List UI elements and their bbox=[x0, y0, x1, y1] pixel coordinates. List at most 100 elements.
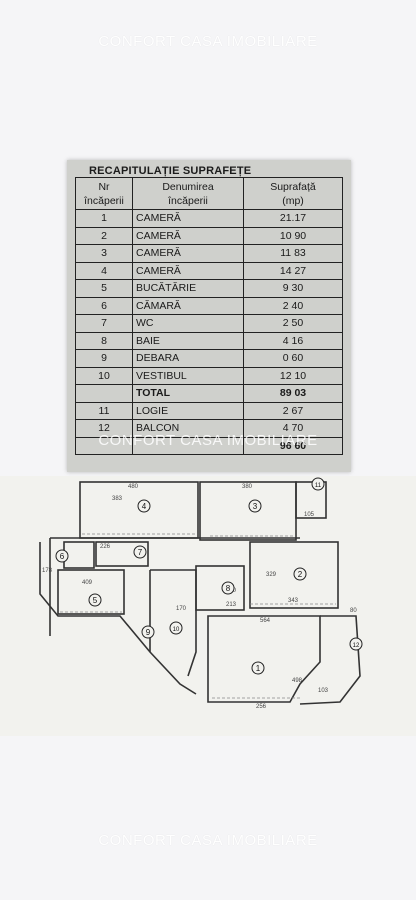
room-marker-circle bbox=[137, 499, 151, 513]
dim-label: 409 bbox=[82, 580, 93, 586]
dim-label: 383 bbox=[112, 496, 123, 502]
dim-label: 105 bbox=[304, 512, 315, 518]
room-area: 14 27 bbox=[243, 261, 343, 280]
row-number: 11 bbox=[75, 401, 133, 420]
room-number-label: 1 bbox=[256, 664, 261, 673]
room-area: 11 83 bbox=[243, 244, 343, 263]
row-number: 6 bbox=[75, 296, 133, 315]
surface-table: Nr încăperii Denumirea încăperii Suprafa… bbox=[75, 177, 343, 455]
dim-label: 380 bbox=[242, 484, 253, 490]
room-name: CĂMARĂ bbox=[132, 296, 244, 315]
dim-label: 498 bbox=[292, 678, 303, 684]
room-marker-circle bbox=[293, 567, 307, 581]
header-area: Suprafață (mp) bbox=[243, 177, 343, 210]
dim-label: 564 bbox=[260, 618, 271, 624]
floor-plan: 480 383 380 343 329 564 409 178 170 213 … bbox=[0, 476, 416, 736]
dim-label: 213 bbox=[226, 602, 237, 608]
room-number-label: 3 bbox=[253, 502, 258, 511]
room-area: 2 40 bbox=[243, 296, 343, 315]
room-area: 2 50 bbox=[243, 314, 343, 333]
room-name: VESTIBUL bbox=[132, 366, 244, 385]
row-number: 7 bbox=[75, 314, 133, 333]
dim-label: 480 bbox=[128, 484, 139, 490]
room-area: 12 10 bbox=[243, 366, 343, 385]
room-area: 96 60 bbox=[243, 436, 343, 455]
row-number: 3 bbox=[75, 244, 133, 263]
room-area: 9 30 bbox=[243, 279, 343, 298]
room-marker-circle bbox=[141, 625, 155, 639]
plan-walls bbox=[39, 481, 361, 705]
room-number-label: 2 bbox=[298, 570, 303, 579]
header-name: Denumirea încăperii bbox=[132, 177, 244, 210]
room-number-label: 11 bbox=[315, 483, 322, 489]
table-header-row: Nr încăperii Denumirea încăperii Suprafa… bbox=[75, 177, 343, 210]
dim-label: 103 bbox=[318, 688, 329, 694]
row-number: 2 bbox=[75, 226, 133, 245]
room-marker-circle bbox=[55, 549, 69, 563]
row-number: 4 bbox=[75, 261, 133, 280]
room-marker-circle bbox=[251, 661, 265, 675]
row-number bbox=[75, 384, 133, 403]
dim-label: 343 bbox=[288, 598, 299, 604]
dim-label: 329 bbox=[266, 572, 277, 578]
room-number-label: 10 bbox=[173, 627, 180, 633]
room-name: CAMERĂ bbox=[132, 209, 244, 228]
room-number-label: 9 bbox=[146, 628, 151, 637]
watermark-middle: CONFORT CASA IMOBILIARE bbox=[98, 432, 318, 449]
table-row: 96 60 bbox=[75, 436, 343, 455]
room-marker-circle bbox=[88, 593, 102, 607]
watermark-bottom: CONFORT CASA IMOBILIARE bbox=[98, 832, 318, 849]
room-name: BUCĂTĂRIE bbox=[132, 279, 244, 298]
plan-guides bbox=[60, 533, 336, 699]
room-name: CAMERĂ bbox=[132, 244, 244, 263]
room-name: BAIE bbox=[132, 331, 244, 350]
room-area: 21.17 bbox=[243, 209, 343, 228]
floor-plan-drawing: 480 383 380 343 329 564 409 178 170 213 … bbox=[39, 477, 363, 710]
room-number-label: 7 bbox=[138, 548, 143, 557]
dim-label: 170 bbox=[176, 606, 187, 612]
dim-label: 226 bbox=[100, 544, 111, 550]
room-marker-circle bbox=[133, 545, 147, 559]
dim-label: 256 bbox=[256, 704, 267, 710]
room-name: WC bbox=[132, 314, 244, 333]
dim-label: 80 bbox=[350, 608, 357, 614]
room-marker-circle bbox=[169, 621, 183, 635]
room-marker-circle bbox=[248, 499, 262, 513]
room-area: 89 03 bbox=[243, 384, 343, 403]
header-nr: Nr încăperii bbox=[75, 177, 133, 210]
room-marker-circle bbox=[221, 581, 235, 595]
watermark-top: CONFORT CASA IMOBILIARE bbox=[98, 33, 318, 50]
room-name: CAMERĂ bbox=[132, 226, 244, 245]
room-area: 4 16 bbox=[243, 331, 343, 350]
row-number: 10 bbox=[75, 366, 133, 385]
plan-dimensions: 480 383 380 343 329 564 409 178 170 213 … bbox=[42, 484, 357, 710]
row-number: 5 bbox=[75, 279, 133, 298]
dim-label: 178 bbox=[42, 568, 53, 574]
room-name: CAMERĂ bbox=[132, 261, 244, 280]
room-area: 2 67 bbox=[243, 401, 343, 420]
row-number: 9 bbox=[75, 349, 133, 368]
room-marker-circle bbox=[349, 637, 363, 651]
room-number-label: 5 bbox=[93, 596, 98, 605]
room-number-label: 12 bbox=[353, 643, 360, 649]
room-name: LOGIE bbox=[132, 401, 244, 420]
room-name: DEBARA bbox=[132, 349, 244, 368]
table-title: RECAPITULAȚIE SUPRAFEȚE bbox=[89, 165, 252, 177]
room-marker-circle bbox=[311, 477, 325, 491]
room-number-label: 6 bbox=[60, 552, 65, 561]
row-number: 1 bbox=[75, 209, 133, 228]
room-name: TOTAL bbox=[132, 384, 244, 403]
surface-table-photo: RECAPITULAȚIE SUPRAFEȚE Nr încăperii Den… bbox=[67, 160, 351, 472]
